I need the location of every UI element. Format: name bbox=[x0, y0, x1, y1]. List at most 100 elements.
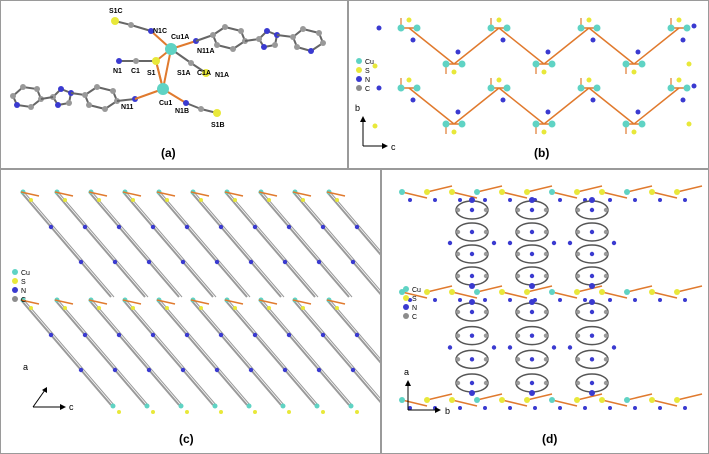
atom bbox=[589, 333, 595, 338]
atom bbox=[529, 390, 535, 396]
axis-label-c-b: c bbox=[391, 142, 396, 152]
atom bbox=[635, 109, 641, 115]
bond bbox=[258, 299, 350, 406]
atom bbox=[515, 229, 521, 235]
atom bbox=[376, 25, 382, 31]
atom bbox=[515, 309, 521, 315]
atom bbox=[185, 410, 189, 414]
atom bbox=[469, 333, 475, 338]
atom bbox=[218, 332, 224, 338]
atom bbox=[529, 273, 535, 279]
atom bbox=[558, 198, 562, 202]
bond bbox=[453, 27, 500, 65]
legend-c-n: N bbox=[21, 288, 26, 295]
bond bbox=[224, 191, 244, 197]
atom bbox=[603, 229, 609, 235]
bond bbox=[224, 299, 244, 305]
atom bbox=[575, 251, 581, 257]
axis-label-b-d: b bbox=[445, 406, 450, 416]
atom bbox=[683, 84, 691, 92]
atom bbox=[496, 17, 502, 23]
atom bbox=[603, 333, 609, 338]
bond bbox=[588, 87, 635, 125]
atom bbox=[63, 198, 67, 202]
atom bbox=[515, 333, 521, 338]
bond bbox=[451, 291, 478, 299]
bond bbox=[476, 393, 503, 401]
atom bbox=[529, 197, 535, 203]
axis-label-b: b bbox=[355, 103, 360, 113]
atom bbox=[282, 367, 288, 373]
atom bbox=[286, 224, 292, 230]
atom bbox=[529, 229, 535, 235]
atom bbox=[151, 410, 155, 414]
atom bbox=[474, 289, 480, 295]
atom bbox=[624, 189, 630, 195]
bond bbox=[193, 191, 285, 298]
atom bbox=[586, 17, 592, 23]
atom bbox=[529, 309, 535, 315]
atom bbox=[97, 306, 101, 310]
atom bbox=[575, 229, 581, 235]
atom bbox=[280, 403, 286, 409]
bond bbox=[633, 87, 680, 125]
atom bbox=[686, 121, 692, 127]
atom bbox=[424, 289, 430, 295]
atom bbox=[622, 120, 630, 128]
atom bbox=[150, 224, 156, 230]
atom-label-cu1: Cu1 bbox=[159, 100, 172, 107]
atom bbox=[575, 309, 581, 315]
atom bbox=[593, 24, 601, 32]
atom bbox=[199, 306, 203, 310]
atom bbox=[543, 207, 549, 213]
bond bbox=[601, 191, 628, 199]
atom bbox=[146, 259, 152, 265]
atom bbox=[117, 410, 121, 414]
bond bbox=[551, 291, 578, 299]
atom bbox=[63, 306, 67, 310]
atom bbox=[532, 60, 540, 68]
bond bbox=[224, 299, 316, 406]
atom bbox=[469, 197, 475, 203]
atom bbox=[408, 406, 412, 410]
atom bbox=[233, 198, 237, 202]
atom bbox=[184, 224, 190, 230]
atom bbox=[574, 397, 580, 403]
atom bbox=[633, 298, 637, 302]
atom bbox=[178, 403, 184, 409]
atom bbox=[267, 198, 271, 202]
atom bbox=[599, 289, 605, 295]
atom bbox=[144, 403, 150, 409]
atom bbox=[589, 273, 595, 279]
atom bbox=[611, 240, 617, 246]
bond bbox=[156, 299, 248, 406]
atom bbox=[543, 273, 549, 279]
atom bbox=[131, 306, 135, 310]
bond bbox=[551, 399, 578, 407]
atom bbox=[577, 84, 585, 92]
atom bbox=[603, 357, 609, 362]
atom bbox=[674, 289, 680, 295]
atom bbox=[449, 397, 455, 403]
caption-c: (c) bbox=[179, 432, 194, 446]
atom bbox=[447, 240, 453, 246]
atom bbox=[48, 224, 54, 230]
atom bbox=[589, 283, 595, 289]
caption-d: (d) bbox=[542, 432, 558, 446]
atom bbox=[503, 24, 511, 32]
atom bbox=[515, 380, 521, 386]
atom bbox=[433, 198, 437, 202]
bond bbox=[125, 299, 217, 406]
atom bbox=[335, 306, 339, 310]
atom bbox=[603, 273, 609, 279]
atom bbox=[529, 380, 535, 386]
axis-label-a-c: a bbox=[23, 362, 28, 372]
atom bbox=[180, 367, 186, 373]
atom bbox=[483, 333, 489, 338]
atom bbox=[451, 69, 457, 75]
atom bbox=[533, 406, 537, 410]
bond bbox=[292, 191, 380, 296]
atom bbox=[483, 198, 487, 202]
atom bbox=[543, 309, 549, 315]
bond bbox=[326, 191, 380, 256]
